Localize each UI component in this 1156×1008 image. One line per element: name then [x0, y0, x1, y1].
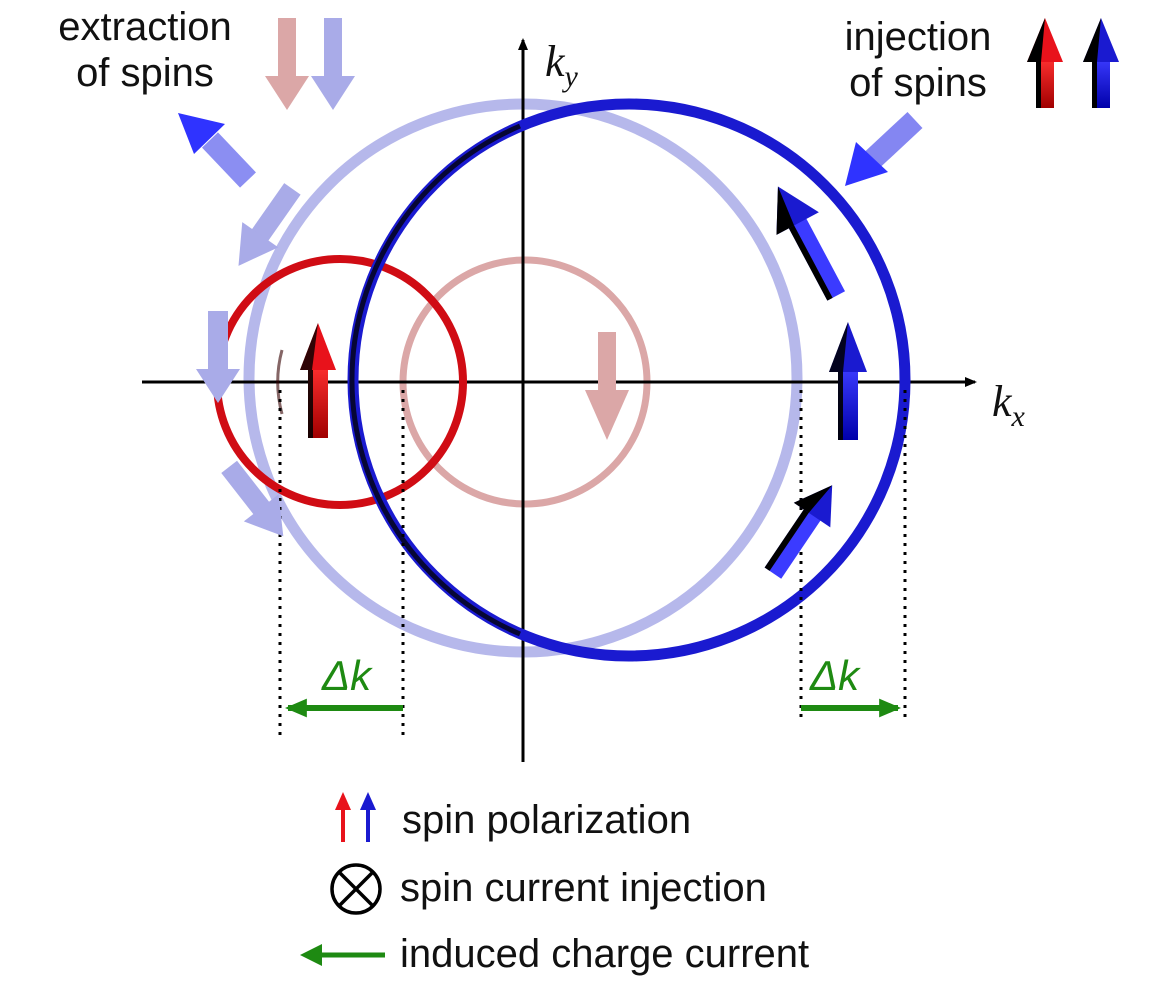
injection-red-up-arrow [1027, 18, 1063, 108]
delta-k-right-label: Δk [810, 652, 860, 699]
legend-circled-times-icon [330, 863, 382, 915]
legend-spin-current-injection: spin current injection [400, 866, 767, 910]
shifted-blue-circle [347, 98, 911, 662]
legend-left-arrow-icon [300, 944, 385, 966]
extraction-label: extraction of spins [58, 5, 232, 95]
delta-k-left-label: Δk [322, 652, 372, 699]
upper-right-tilted-arrow [776, 186, 845, 301]
legend-induced-charge-current: induced charge current [400, 932, 810, 976]
faded-red-down-arrow-top [265, 18, 309, 110]
dotted-projections [278, 390, 907, 735]
faded-circulation-arrows [196, 183, 301, 537]
injection-label: injection of spins [844, 15, 992, 105]
legend-spin-arrows-icon [335, 792, 376, 842]
lower-right-tilted-arrow [764, 485, 833, 579]
injection-in-arrow [845, 111, 923, 186]
blue-spin-up-arrow [829, 322, 867, 440]
injection-blue-up-arrow [1083, 18, 1119, 108]
faded-blue-down-arrow-top [311, 18, 355, 110]
red-spin-up-arrow [300, 323, 336, 438]
ky-label: ky [545, 37, 578, 93]
blue-circle-left-edge [349, 123, 521, 637]
legend-spin-polarization: spin polarization [402, 798, 692, 842]
kx-label: kx [992, 377, 1025, 433]
extraction-out-arrow [178, 113, 256, 188]
faded-red-down-arrow [585, 332, 629, 440]
